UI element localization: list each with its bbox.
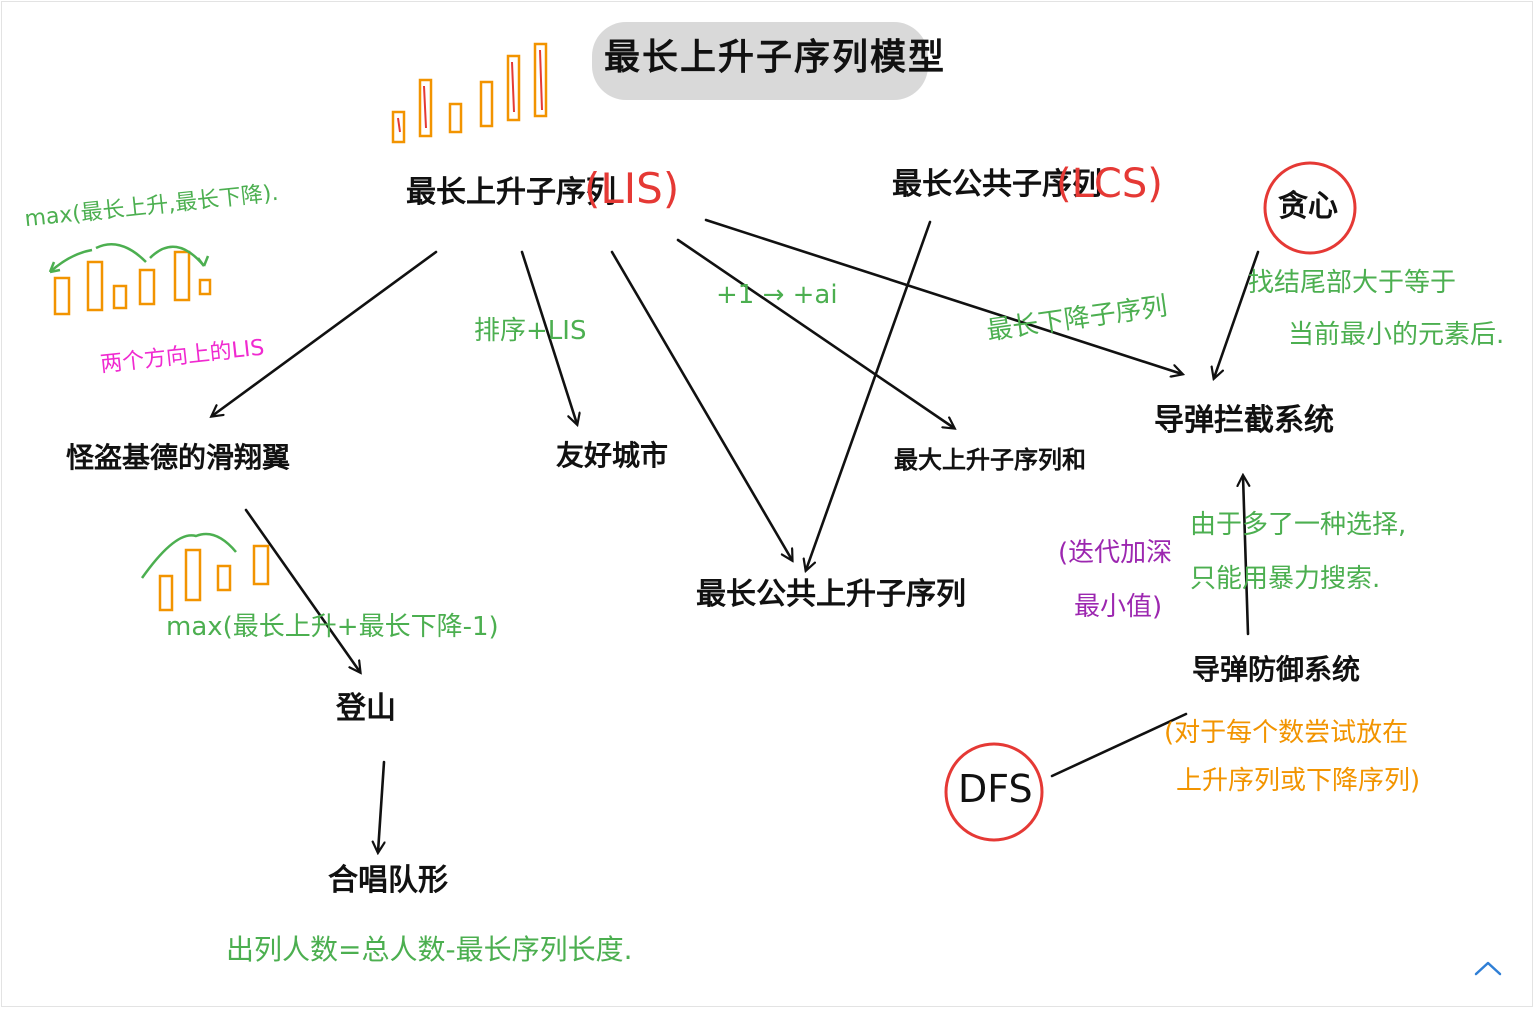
note-defense-2: 只能用暴力搜索.	[1190, 564, 1381, 594]
edge-greedy-interceptor	[1214, 250, 1260, 378]
edge-dfs-defense	[1050, 712, 1188, 778]
edge-lis-glider	[212, 250, 438, 416]
node-greedy: 贪心	[1278, 189, 1338, 224]
note-greedy-1: 找结尾部大于等于	[1248, 268, 1457, 298]
edge-mountain-chorus	[378, 760, 384, 852]
edge-lis-interceptor	[704, 218, 1182, 374]
note-sort-lis: 排序+LIS	[474, 316, 587, 346]
node-lis: 最长上升子序列	[406, 175, 616, 210]
note-greedy-2: 当前最小的元素后.	[1288, 320, 1505, 350]
ascending-bars-icon	[391, 42, 548, 144]
greedy-circle	[1263, 161, 1357, 255]
edge-lis-maxsum	[676, 238, 954, 428]
chevron-up-icon	[1474, 961, 1502, 976]
edge-glider-mountain	[244, 508, 360, 672]
edge-lcs-lcis	[806, 220, 932, 570]
node-lis-tag: (LIS)	[584, 164, 680, 213]
node-lcis: 最长公共上升子序列	[696, 577, 966, 612]
node-glider: 怪盗基德的滑翔翼	[66, 441, 291, 474]
node-lcs: 最长公共子序列	[892, 167, 1102, 202]
node-mountain: 登山	[336, 691, 396, 726]
note-chorus-formula: 出列人数=总人数-最长序列长度.	[226, 933, 633, 966]
node-defense: 导弹防御系统	[1192, 653, 1361, 686]
node-interceptor: 导弹拦截系统	[1154, 403, 1334, 438]
edge-lis-sister	[520, 250, 577, 424]
node-sister-cities: 友好城市	[556, 439, 669, 472]
edge-lis-lcis	[610, 250, 792, 560]
note-mountain-formula: max(最长上升+最长下降-1)	[166, 612, 499, 642]
mountain-bars-icon	[140, 532, 270, 612]
note-dfs-2: 上升序列或下降序列)	[1176, 766, 1421, 796]
scroll-up-button[interactable]	[1470, 954, 1506, 982]
node-max-sum-is: 最大上升子序列和	[894, 446, 1086, 474]
node-dfs: DFS	[958, 767, 1033, 811]
dfs-circle	[944, 742, 1044, 842]
edge-defense-interceptor	[1243, 476, 1248, 636]
note-iter-deep-2: 最小值)	[1074, 592, 1163, 622]
title-pill	[592, 22, 928, 100]
note-defense-1: 由于多了一种选择,	[1190, 510, 1407, 540]
note-dfs-1: (对于每个数尝试放在	[1164, 718, 1409, 748]
node-lcs-tag: (LCS)	[1056, 161, 1163, 207]
note-plus-ai: +1 → +ai	[716, 280, 838, 310]
bars-arrows-icon	[48, 243, 212, 316]
connectors	[212, 218, 1260, 852]
node-chorus: 合唱队形	[328, 863, 448, 898]
note-iter-deep-1: (迭代加深	[1058, 538, 1173, 568]
page-title: 最长上升子序列模型	[604, 37, 947, 78]
